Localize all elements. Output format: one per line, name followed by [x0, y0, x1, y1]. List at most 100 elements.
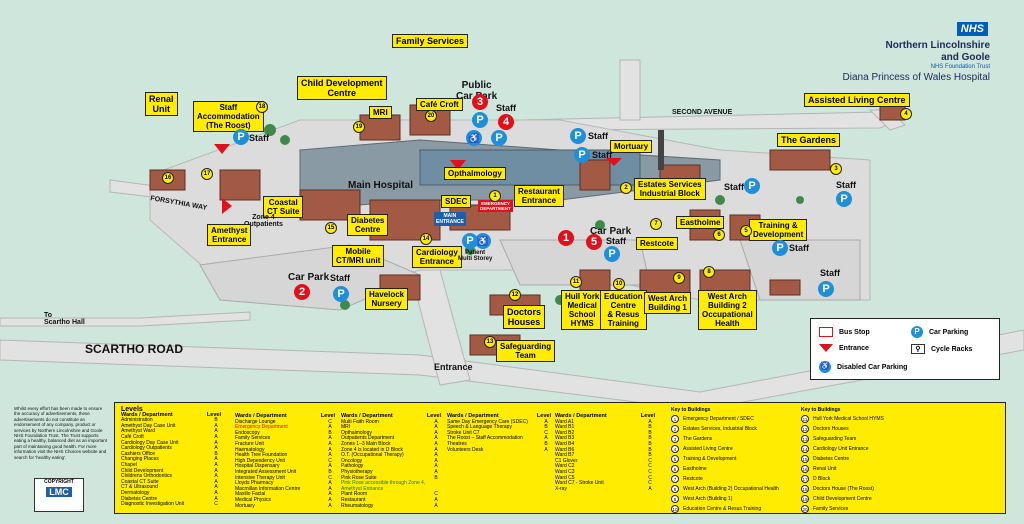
label-diabetes: Diabetes Centre: [347, 214, 389, 236]
car-park-number: 5: [586, 234, 602, 250]
key-row-name: Administration: [121, 417, 153, 424]
key-row-level: A: [214, 489, 218, 496]
label-hull-york: Hull York Medical School HYMS: [561, 290, 604, 330]
key-row-level: A: [434, 457, 438, 464]
car-park-number: 1: [558, 230, 574, 246]
key-row-name: Oncology: [341, 457, 363, 464]
key-row-level: B: [544, 440, 548, 447]
label-eastholme: Eastholme: [676, 216, 725, 229]
key-row-name: Cashiers Office: [121, 450, 156, 457]
label-training-dev: Training & Development: [749, 219, 808, 241]
label-opthalmology: Opthalmology: [444, 167, 506, 180]
label-renal-unit: Renal Unit: [145, 92, 178, 116]
building-number-icon: 3: [671, 435, 679, 443]
building-number-marker: 11: [570, 276, 582, 288]
car-parking-icon: P: [491, 130, 507, 146]
key-row-level: A: [214, 495, 218, 502]
building-number-icon: 10: [671, 505, 679, 513]
building-key-name: Child Development Centre: [813, 496, 872, 502]
car-park-number: 3: [472, 94, 488, 110]
label-patient-multistorey: Patient Multi Storey: [458, 250, 493, 262]
key-row-level: B: [648, 424, 652, 431]
key-row-name: High Dependency Unit: [235, 457, 286, 464]
disabled-parking-icon: ♿: [466, 130, 482, 146]
key-row-name: Ward C2: [555, 463, 575, 470]
car-parking-icon: P: [574, 147, 590, 163]
label-car-park-5: Car Park: [590, 226, 632, 237]
key-row-name: Ward C3: [555, 468, 575, 475]
key-row-level: A: [328, 424, 332, 431]
building-number-marker: 16: [162, 172, 174, 184]
building-number-icon: 8: [671, 485, 679, 493]
key-row-name: Stroke Unit C7: [447, 429, 480, 436]
building-number-marker: 5: [740, 225, 752, 237]
key-row: Diabetes Centre A: [121, 495, 221, 503]
car-park-number: 2: [294, 284, 310, 300]
key-row-name: Ward B2: [555, 429, 575, 436]
key-row-level: A: [434, 424, 438, 431]
building-key-name: Cardiology Unit Entrance: [813, 446, 869, 452]
key-row-name: Pink Rose accessible through Zone 4, Ame…: [341, 480, 426, 492]
disabled-parking-icon: ♿: [819, 361, 831, 373]
key-row-level: A: [214, 422, 218, 429]
key-row-name: Haematology: [235, 446, 265, 453]
label-staff: Staff: [836, 180, 856, 190]
car-parking-icon: P: [570, 128, 586, 144]
building-number-marker: 7: [650, 218, 662, 230]
car-parking-icon: P: [472, 112, 488, 128]
key-row-name: Fracture Unit: [235, 440, 264, 447]
legend-bus-stop-label: Bus Stop: [839, 328, 870, 336]
col-header-ward: Wards / Department: [447, 413, 499, 419]
hospital-name: Diana Princess of Wales Hospital: [842, 72, 990, 83]
key-row-level: A: [214, 473, 218, 480]
key-row-name: Diabetes Centre: [121, 495, 158, 502]
key-row-level: B: [214, 417, 218, 424]
key-row-level: A: [328, 463, 332, 470]
key-row-level: A: [328, 502, 332, 509]
building-key-name: Training & Development: [683, 456, 737, 462]
key-row-level: A: [214, 433, 218, 440]
label-cafe-croft: Café Croft: [416, 98, 463, 111]
key-row-level: B: [648, 440, 652, 447]
key-row-name: Amethyst Day Case Unit: [121, 422, 176, 429]
legend-entrance-label: Entrance: [839, 344, 869, 352]
label-staff: Staff: [588, 131, 608, 141]
label-main-hospital: Main Hospital: [348, 180, 414, 191]
key-row-name: Emergency Department: [235, 424, 288, 431]
key-row-name: Ward C5: [555, 474, 575, 481]
label-mobile-ct: Mobile CT/MRI unit: [332, 245, 385, 267]
building-key-name: Assisted Living Centre: [683, 446, 733, 452]
label-staff: Staff: [330, 273, 350, 283]
car-parking-icon: P: [333, 286, 349, 302]
key-row-name: Child Development: [121, 467, 164, 474]
key-row-name: X-ray: [555, 485, 567, 492]
key-row-name: Hospital Dispensary: [235, 463, 280, 470]
key-row-level: B: [648, 452, 652, 459]
